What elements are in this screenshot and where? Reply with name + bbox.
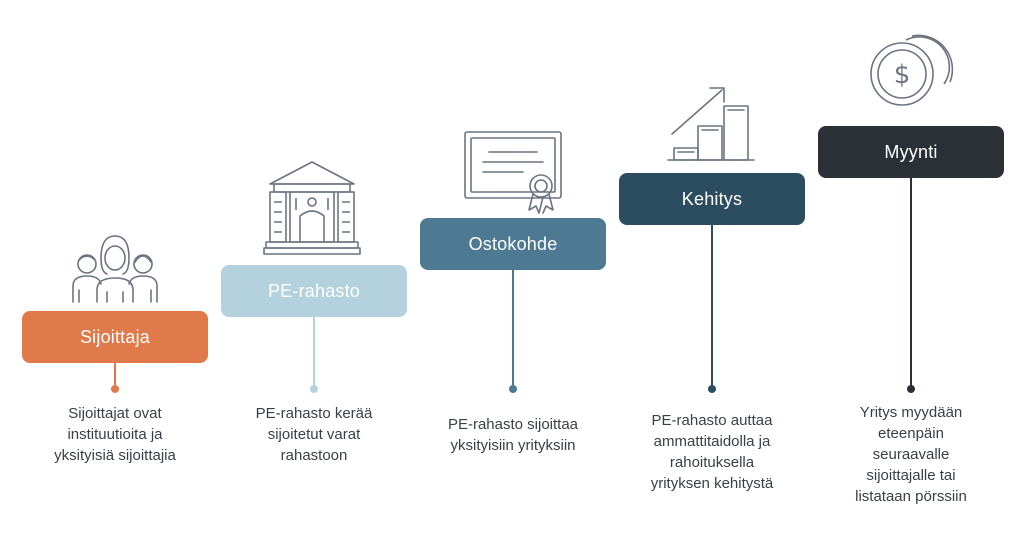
growth-chart-icon	[666, 82, 756, 164]
connector-line	[512, 270, 514, 387]
step-title: Myynti	[884, 141, 938, 162]
svg-text:$: $	[894, 60, 911, 90]
people-icon	[65, 228, 165, 308]
step-description: Sijoittajat ovat instituutioita ja yksit…	[54, 405, 176, 464]
step-title: Ostokohde	[468, 233, 558, 254]
connector-dot	[111, 385, 119, 393]
connector-line	[910, 178, 912, 387]
connector-dot	[509, 385, 517, 393]
step-description: PE-rahasto kerää sijoitetut varat rahast…	[255, 405, 373, 464]
connector-line	[313, 317, 315, 387]
step-description: Yritys myydään eteenpäin seuraavalle sij…	[855, 404, 967, 505]
step-title: Sijoittaja	[79, 326, 151, 347]
step-box-pe-rahasto: PE-rahasto	[221, 265, 407, 317]
step-description: PE-rahasto auttaa ammattitaidolla ja rah…	[650, 412, 774, 492]
certificate-icon	[463, 130, 563, 215]
connector-dot	[310, 385, 318, 393]
step-title: PE-rahasto	[267, 280, 361, 301]
step-box-kehitys: Kehitys	[619, 173, 805, 225]
step-box-ostokohde: Ostokohde	[420, 218, 606, 270]
coins-dollar-icon: $	[866, 34, 956, 109]
step-description: PE-rahasto sijoittaa yksityisiin yrityks…	[447, 416, 579, 454]
connector-dot	[708, 385, 716, 393]
step-box-myynti: Myynti	[818, 126, 1004, 178]
connector-dot	[907, 385, 915, 393]
step-title: Kehitys	[681, 188, 743, 209]
bank-building-icon	[263, 158, 361, 258]
connector-line	[114, 363, 116, 387]
step-box-sijoittaja: Sijoittaja	[22, 311, 208, 363]
connector-line	[711, 225, 713, 387]
